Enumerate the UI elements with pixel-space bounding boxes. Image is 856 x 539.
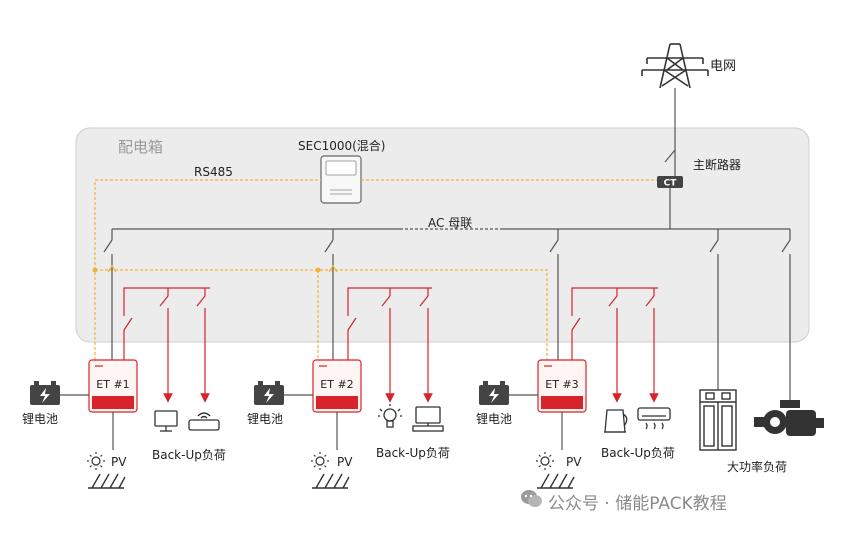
sec1000-device-icon — [320, 155, 362, 204]
battery-icon — [479, 381, 509, 405]
backup-circuit-3 — [571, 287, 659, 403]
battery-label: 锂电池 — [476, 412, 513, 426]
battery-icon — [30, 381, 60, 405]
battery-label: 锂电池 — [22, 412, 59, 426]
sun-icon — [87, 452, 105, 470]
main-breaker-label: 主断路器 — [693, 158, 742, 172]
backup-load-label: Back-Up负荷 — [376, 446, 450, 460]
solar-panel-icon — [312, 473, 350, 489]
sun-icon — [536, 452, 554, 470]
desktop-computer-icon — [412, 406, 444, 432]
pv-label: PV — [337, 455, 353, 469]
inverter-et3-label: ET #3 — [545, 378, 579, 391]
ac-bus-label: AC 母联 — [428, 216, 473, 230]
backup-load-label: Back-Up负荷 — [152, 448, 226, 462]
pump-motor-icon — [754, 400, 824, 436]
sec1000-label: SEC1000(混合) — [298, 139, 386, 153]
ct-label: CT — [664, 179, 678, 189]
sun-icon — [311, 452, 329, 470]
inverter-et2 — [312, 359, 362, 413]
backup-circuit-1 — [123, 287, 210, 403]
rs485-label: RS485 — [194, 165, 233, 179]
distribution-box-label: 配电箱 — [118, 138, 164, 156]
watermark: 公众号 · 储能PACK教程 — [548, 494, 727, 514]
ct-sensor — [657, 176, 683, 188]
high-power-load-label: 大功率负荷 — [727, 460, 788, 474]
ac-bus-line — [103, 200, 791, 400]
battery-label: 锂电池 — [247, 412, 284, 426]
backup-circuit-2 — [347, 287, 433, 403]
backup-load-label: Back-Up负荷 — [601, 446, 675, 460]
monitor-icon — [154, 410, 178, 432]
inverter-et2-label: ET #2 — [320, 378, 354, 391]
air-conditioner-icon — [637, 407, 671, 430]
kettle-icon — [604, 409, 628, 433]
rs485-comm-line — [94, 179, 657, 360]
inverter-et1-label: ET #1 — [96, 378, 130, 391]
router-icon — [188, 412, 220, 431]
battery-icon — [254, 381, 284, 405]
wechat-logo-icon — [521, 490, 542, 507]
grid-tower-icon — [641, 43, 709, 89]
inverter-et1 — [88, 359, 138, 413]
grid-label: 电网 — [710, 59, 737, 74]
pv-label: PV — [111, 455, 127, 469]
light-bulb-icon — [378, 404, 402, 428]
solar-panel-icon — [537, 473, 575, 489]
solar-panel-icon — [88, 473, 126, 489]
elevator-icon — [699, 389, 737, 451]
pv-label: PV — [566, 455, 582, 469]
